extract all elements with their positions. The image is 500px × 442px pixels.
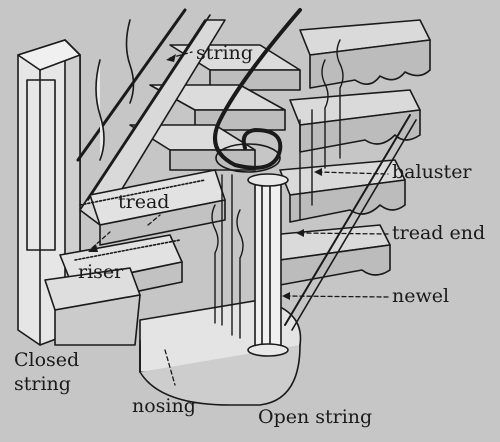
label-nosing: nosing (132, 395, 196, 417)
label-closed-string: Closed string (14, 349, 80, 395)
closed-string-board (79, 14, 226, 226)
lower-steps (44, 169, 226, 346)
closed-handrail (76, 8, 187, 162)
open-string-line (284, 114, 417, 331)
label-tread-end: tread end (392, 222, 486, 244)
open-newel (247, 173, 289, 357)
open-handrail (213, 8, 302, 173)
label-tread: tread (118, 191, 170, 213)
label-riser: riser (78, 261, 124, 283)
upper-treads (129, 44, 301, 171)
label-open-string: Open string (258, 406, 373, 428)
lower-balusters (211, 39, 344, 339)
arrowheads (88, 54, 322, 300)
upper-landing (269, 19, 431, 286)
label-newel: newel (392, 285, 450, 307)
label-baluster: baluster (392, 161, 472, 183)
label-string: string (196, 42, 253, 64)
